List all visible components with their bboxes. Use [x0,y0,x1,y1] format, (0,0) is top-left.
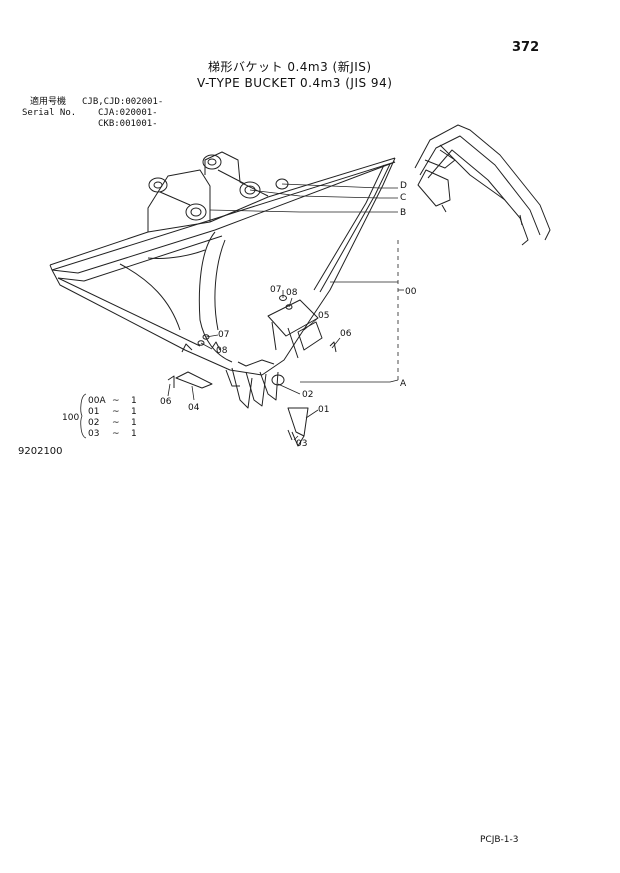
leader-lines [167,183,404,441]
serial-label-jp: 適用号機 [30,97,67,107]
callout-01: 01 [318,405,329,415]
callout-02: 02 [302,390,313,400]
diagram-code: 9202100 [18,446,63,457]
qty-row-1-part: 01 [88,407,99,417]
qty-row-1-qty: 1 [131,407,137,417]
serial-value-3: CKB:001001- [98,119,158,129]
callout-C: C [400,193,406,203]
callout-06-right: 06 [340,329,352,339]
callout-06-left: 06 [160,397,172,407]
quantity-bracket [80,393,87,439]
side-cutter-drawing [175,371,213,389]
callout-04: 04 [188,403,200,413]
bucket-body-drawing [49,157,396,376]
qty-row-2-part: 02 [88,418,99,428]
title-english: V-TYPE BUCKET 0.4m3 (JIS 94) [197,76,393,90]
title-japanese: 梯形バケット 0.4m3 (新JIS) [208,60,372,74]
callout-05: 05 [318,311,329,321]
callout-07-top: 07 [270,285,281,295]
qty-row-3-qty: 1 [131,429,137,439]
qty-group-label: 100 [62,413,79,423]
qty-row-0-part: 00A [88,396,106,406]
qty-row-0-sep: ~ [112,396,120,406]
serial-value-1: CJB,CJD:002001- [82,97,164,107]
serial-value-2: CJA:020001- [98,108,158,118]
callout-00: 00 [405,287,417,297]
bolt-left-drawing [167,375,175,388]
bucket-teeth-drawing [181,341,279,409]
page-number: 372 [512,40,540,55]
callout-D: D [400,181,407,191]
qty-row-2-sep: ~ [112,418,120,428]
callout-08-left: 08 [216,346,228,356]
callout-B: B [400,208,406,218]
callout-07-left: 07 [218,330,229,340]
bolt-nut-drawing [197,295,293,346]
qty-row-3-part: 03 [88,429,99,439]
qty-row-3-sep: ~ [112,429,120,439]
tooth-point-drawing [271,374,309,447]
callout-A: A [400,379,407,389]
callout-08-top: 08 [286,288,298,298]
callout-03: 03 [296,439,307,449]
bucket-bosses-drawing [147,151,289,232]
serial-label-en: Serial No. [22,108,77,118]
excavator-arm-thumbnail [414,124,551,246]
footer-page-code: PCJB-1-3 [480,835,519,845]
qty-row-0-qty: 1 [131,396,137,406]
qty-row-1-sep: ~ [112,407,120,417]
qty-row-2-qty: 1 [131,418,137,428]
